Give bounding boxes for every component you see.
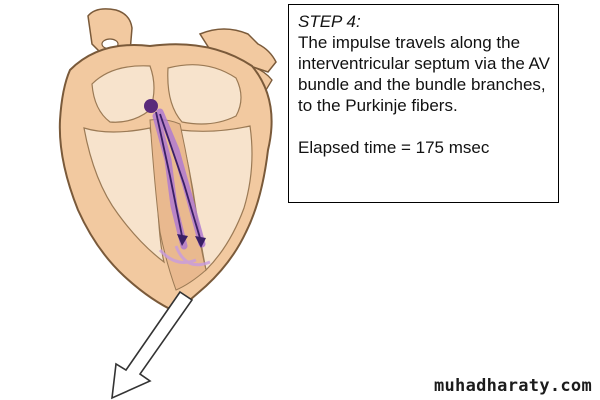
step-title: STEP 4: xyxy=(298,12,361,31)
conduction-arrowhead-1 xyxy=(177,234,188,246)
step-description: The impulse travels along the interventr… xyxy=(298,33,550,115)
pulmonary-vessels xyxy=(198,28,277,73)
down-left-arrow-icon xyxy=(111,290,194,400)
interventricular-septum xyxy=(149,119,207,291)
watermark: muhadharaty.com xyxy=(433,376,592,396)
caption-box: STEP 4: The impulse travels along the in… xyxy=(288,4,559,203)
conduction-arrowhead-2 xyxy=(195,236,206,248)
left-atrium xyxy=(167,64,242,125)
heart-cross-section-icon xyxy=(58,8,277,314)
right-ventricle xyxy=(83,127,165,264)
conduction-arrow-1 xyxy=(155,111,183,237)
purkinje-fibers xyxy=(158,245,211,267)
conduction-arrow-2 xyxy=(159,113,201,239)
elapsed-time: Elapsed time = 175 msec xyxy=(298,138,490,157)
av-node xyxy=(144,99,158,113)
